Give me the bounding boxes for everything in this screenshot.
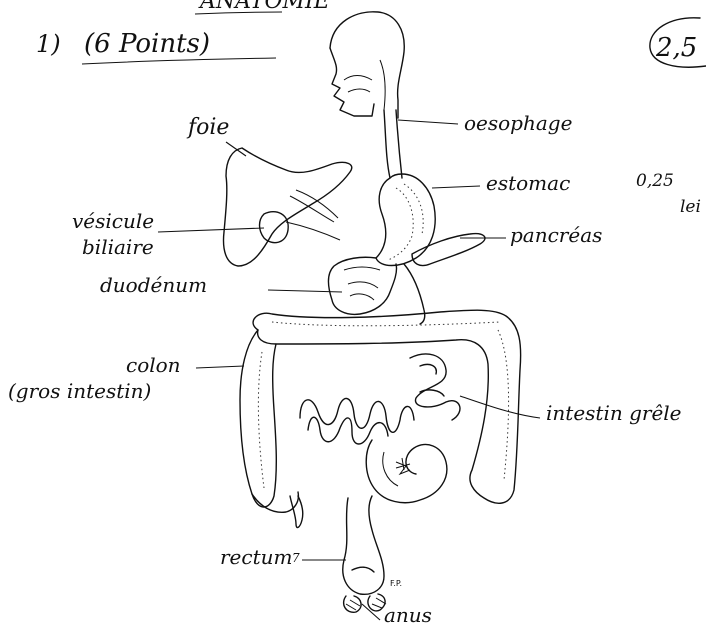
label-foie: foie <box>186 115 229 140</box>
label-vesicule-line1: vésicule <box>72 209 154 233</box>
label-rectum: rectum <box>220 545 292 569</box>
leader-estomac <box>432 186 480 188</box>
head-outline <box>330 12 404 118</box>
liver <box>224 148 352 266</box>
anus <box>344 594 386 612</box>
label-oesophage: oesophage <box>464 111 572 135</box>
label-estomac: estomac <box>486 171 570 195</box>
leader-colon <box>196 366 244 368</box>
label-pancreas: pancréas <box>510 223 602 247</box>
leader-vesicule <box>158 228 264 232</box>
signature: F.P. <box>390 579 402 588</box>
leader-intestin-grele <box>460 396 540 418</box>
leader-oesophage <box>398 120 458 124</box>
margin-note-2: lei <box>680 197 701 217</box>
appendix <box>290 496 303 527</box>
label-intestin-grele: intestin grêle <box>546 401 682 425</box>
label-vesicule-line2: biliaire <box>82 235 154 259</box>
small-intestine <box>300 354 460 503</box>
stomach <box>376 174 435 266</box>
label-rectum-number: 7 <box>292 551 300 565</box>
rectum <box>343 496 384 594</box>
points-label: (6 Points) <box>84 29 210 59</box>
label-anus: anus <box>384 603 432 627</box>
label-duodenum: duodénum <box>100 273 207 297</box>
label-gros-intestin: (gros intestin) <box>8 379 151 403</box>
score-value: 2,5 <box>655 33 697 63</box>
score-circle: 2,5 <box>650 18 706 67</box>
colon <box>240 310 521 512</box>
margin-note-1: 0,25 <box>636 171 674 191</box>
question-number: 1) <box>36 30 61 58</box>
leader-duodenum <box>268 290 342 292</box>
label-colon: colon <box>126 353 181 377</box>
gallbladder <box>260 212 341 243</box>
